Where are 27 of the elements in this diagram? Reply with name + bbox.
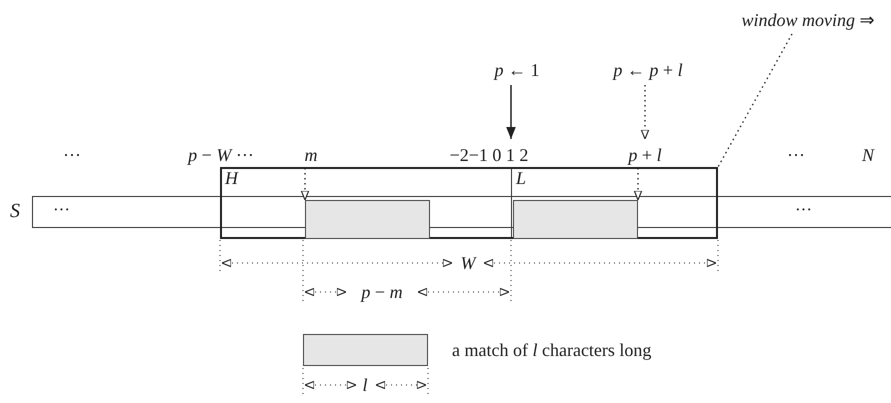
math-label: m: [304, 146, 318, 164]
math-label: −2−1 0 1 2: [450, 146, 528, 164]
math-label: p + l: [628, 146, 662, 164]
ellipsis: ···: [795, 201, 812, 218]
math-label: window moving ⇒: [741, 11, 874, 29]
position-label: W: [460, 252, 476, 275]
window-frame: [220, 167, 718, 239]
position-label: ···: [63, 144, 81, 167]
match-bar: [305, 200, 430, 239]
window-letter: H: [225, 169, 238, 187]
arrow: [640, 85, 650, 140]
math-label: p ← 1: [494, 61, 540, 79]
math-label: p ← p + l: [613, 61, 683, 79]
match-bar: [513, 200, 638, 239]
arrow: [634, 168, 642, 201]
legend-text: a match of l characters long: [452, 338, 652, 362]
arrow: [506, 85, 516, 139]
leader-line: [717, 34, 793, 168]
string-name: S: [10, 201, 20, 221]
arrow: [300, 168, 310, 201]
position-label: p − W ···: [188, 144, 254, 167]
position-label: l: [362, 374, 368, 397]
ellipsis: ···: [53, 201, 70, 218]
position-label: ···: [787, 144, 805, 167]
window-letter: L: [516, 169, 526, 187]
position-label: p − m: [361, 281, 403, 304]
position-label: N: [862, 144, 874, 167]
